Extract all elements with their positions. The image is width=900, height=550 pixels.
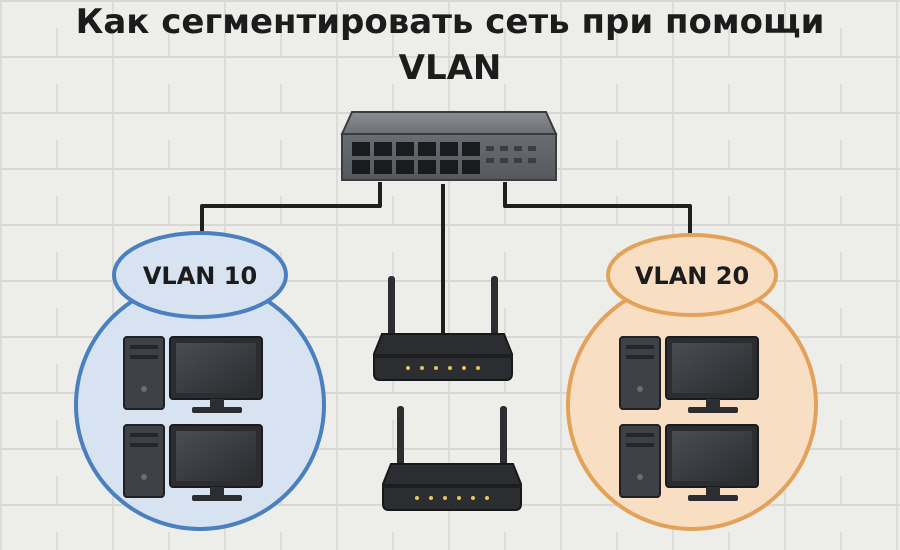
page-title: Как сегментировать сеть при помощи: [75, 2, 825, 42]
switch-status-lights: [486, 146, 536, 163]
vlan-20-badge: [606, 233, 778, 317]
vlan-10-badge: [112, 231, 288, 319]
page-title-vlan: VLAN: [398, 48, 502, 88]
cable-to-vlan10: [200, 182, 382, 240]
vlan-20-zone: [566, 279, 818, 531]
vlan-20-group: VLAN 20: [566, 233, 818, 531]
vlan-10-group: VLAN 10: [74, 231, 326, 531]
vlan-20-label: VLAN 20: [635, 262, 749, 290]
switch-ports: [352, 142, 480, 174]
cable-to-vlan20: [503, 182, 692, 240]
network-cables: [200, 182, 692, 338]
vlan-10-label: VLAN 10: [143, 262, 257, 290]
wifi-router-icon: [382, 405, 522, 511]
network-switch-icon: [340, 111, 558, 181]
